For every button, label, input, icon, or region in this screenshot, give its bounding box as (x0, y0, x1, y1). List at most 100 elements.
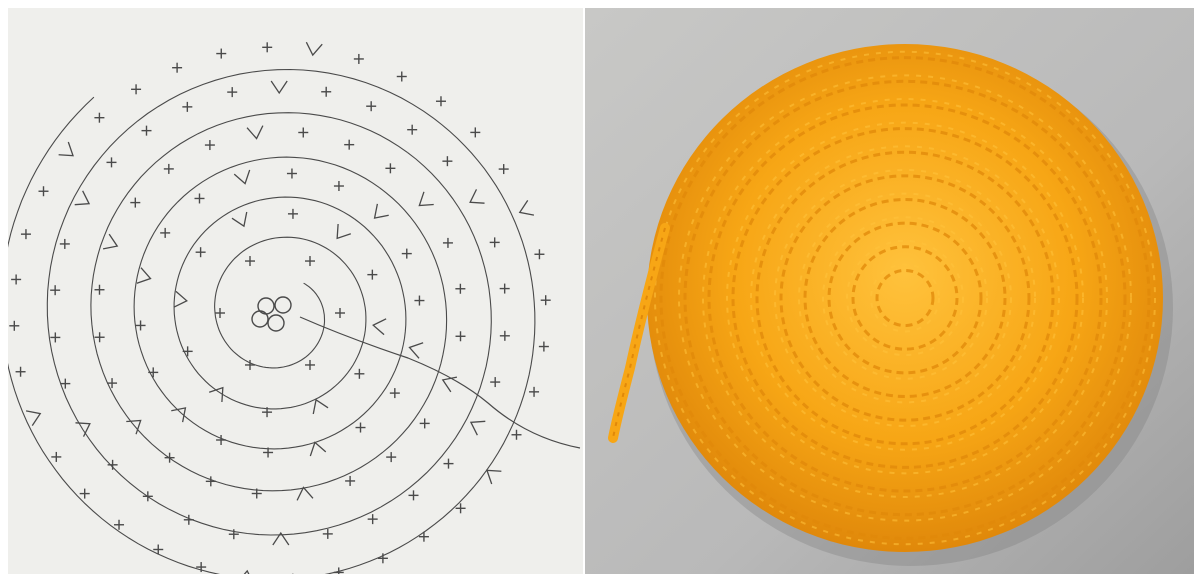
increase-symbol (75, 191, 93, 211)
single-crochet-symbol (184, 515, 194, 525)
single-crochet-symbol (108, 460, 118, 470)
single-crochet-symbol (539, 342, 549, 352)
single-crochet-symbol (390, 388, 400, 398)
single-crochet-symbol (143, 491, 153, 501)
spiral-round-lines (8, 70, 535, 575)
single-crochet-symbol (305, 256, 315, 266)
single-crochet-symbol (136, 320, 146, 330)
single-crochet-symbol (114, 520, 124, 530)
crochet-chart-panel (8, 8, 583, 574)
increase-symbol (305, 42, 322, 56)
single-crochet-symbol (298, 127, 308, 137)
increase-symbol (232, 212, 251, 229)
increase-symbol (467, 415, 485, 435)
single-crochet-symbol (490, 237, 500, 247)
single-crochet-symbol (490, 377, 500, 387)
single-crochet-symbol (80, 489, 90, 499)
single-crochet-symbol (160, 228, 170, 238)
crochet-photo-panel (585, 8, 1194, 574)
increase-symbol (517, 200, 534, 219)
increase-symbol (372, 317, 386, 334)
increase-symbol (59, 142, 78, 162)
single-crochet-symbol (436, 96, 446, 106)
single-crochet-symbol (408, 490, 418, 500)
single-crochet-symbol (442, 156, 452, 166)
crocheted-disc (647, 44, 1163, 552)
chain-stitch-symbol (252, 311, 268, 327)
single-crochet-symbol (354, 54, 364, 64)
increase-symbol (309, 397, 328, 414)
single-crochet-symbol (344, 140, 354, 150)
single-crochet-symbol (215, 308, 225, 318)
single-crochet-symbol (419, 532, 429, 542)
single-crochet-symbol (305, 360, 315, 370)
increase-symbol (440, 373, 457, 392)
single-crochet-symbol (414, 296, 424, 306)
increase-symbol (103, 234, 120, 253)
single-crochet-symbol (16, 367, 26, 377)
single-crochet-symbol (130, 198, 140, 208)
single-crochet-symbol (288, 209, 298, 219)
round-line (91, 113, 447, 491)
single-crochet-symbol (194, 193, 204, 203)
single-crochet-symbol (321, 87, 331, 97)
single-crochet-symbol (470, 127, 480, 137)
single-crochet-symbol (385, 163, 395, 173)
single-crochet-symbol (107, 378, 117, 388)
single-crochet-symbol (205, 140, 215, 150)
single-crochet-symbol (354, 369, 364, 379)
single-crochet-symbol (142, 126, 152, 136)
increase-symbol (75, 417, 93, 437)
single-crochet-symbol (378, 553, 388, 563)
single-crochet-symbol (262, 42, 272, 52)
single-crochet-symbol (216, 49, 226, 59)
single-crochet-symbol (499, 164, 509, 174)
round-line (8, 97, 535, 574)
single-crochet-symbol (541, 295, 551, 305)
single-crochet-symbol (407, 125, 417, 135)
single-crochet-symbol (345, 476, 355, 486)
increase-symbol (482, 464, 501, 484)
crocheted-circle-photo (585, 8, 1194, 574)
single-crochet-symbol (287, 169, 297, 179)
single-crochet-symbol (367, 270, 377, 280)
single-crochet-symbol (323, 529, 333, 539)
single-crochet-symbol (50, 332, 60, 342)
single-crochet-symbol (51, 452, 61, 462)
single-crochet-symbol (60, 239, 70, 249)
single-crochet-symbol (443, 459, 453, 469)
single-crochet-symbol (420, 418, 430, 428)
single-crochet-symbol (183, 346, 193, 356)
single-crochet-symbol (455, 284, 465, 294)
single-crochet-symbol (94, 113, 104, 123)
single-crochet-symbol (335, 308, 345, 318)
increase-symbol (307, 440, 326, 456)
single-crochet-symbol (9, 321, 19, 331)
increase-symbol (331, 224, 351, 243)
chain-stitch-symbol (268, 315, 284, 331)
single-crochet-symbol (529, 387, 539, 397)
single-crochet-symbol (95, 332, 105, 342)
crochet-spiral-chart (8, 8, 583, 574)
single-crochet-symbol (148, 367, 158, 377)
single-crochet-symbol (196, 247, 206, 257)
increase-symbol (466, 189, 484, 209)
increase-symbol (247, 126, 264, 140)
single-crochet-symbol (402, 249, 412, 259)
single-crochet-symbol (500, 331, 510, 341)
single-crochet-symbol (366, 101, 376, 111)
single-crochet-symbol (456, 331, 466, 341)
single-crochet-symbol (511, 430, 521, 440)
increase-symbol (174, 291, 188, 308)
increase-symbol (271, 81, 287, 93)
single-crochet-symbol (94, 285, 104, 295)
single-crochet-symbol (165, 453, 175, 463)
yarn-tail-line (300, 317, 580, 448)
increase-symbol (26, 406, 43, 425)
starting-chain (252, 297, 291, 331)
single-crochet-symbol (500, 284, 510, 294)
single-crochet-symbol (172, 63, 182, 73)
single-crochet-symbol (397, 72, 407, 82)
increase-symbol (369, 204, 389, 224)
single-crochet-symbol (50, 285, 60, 295)
